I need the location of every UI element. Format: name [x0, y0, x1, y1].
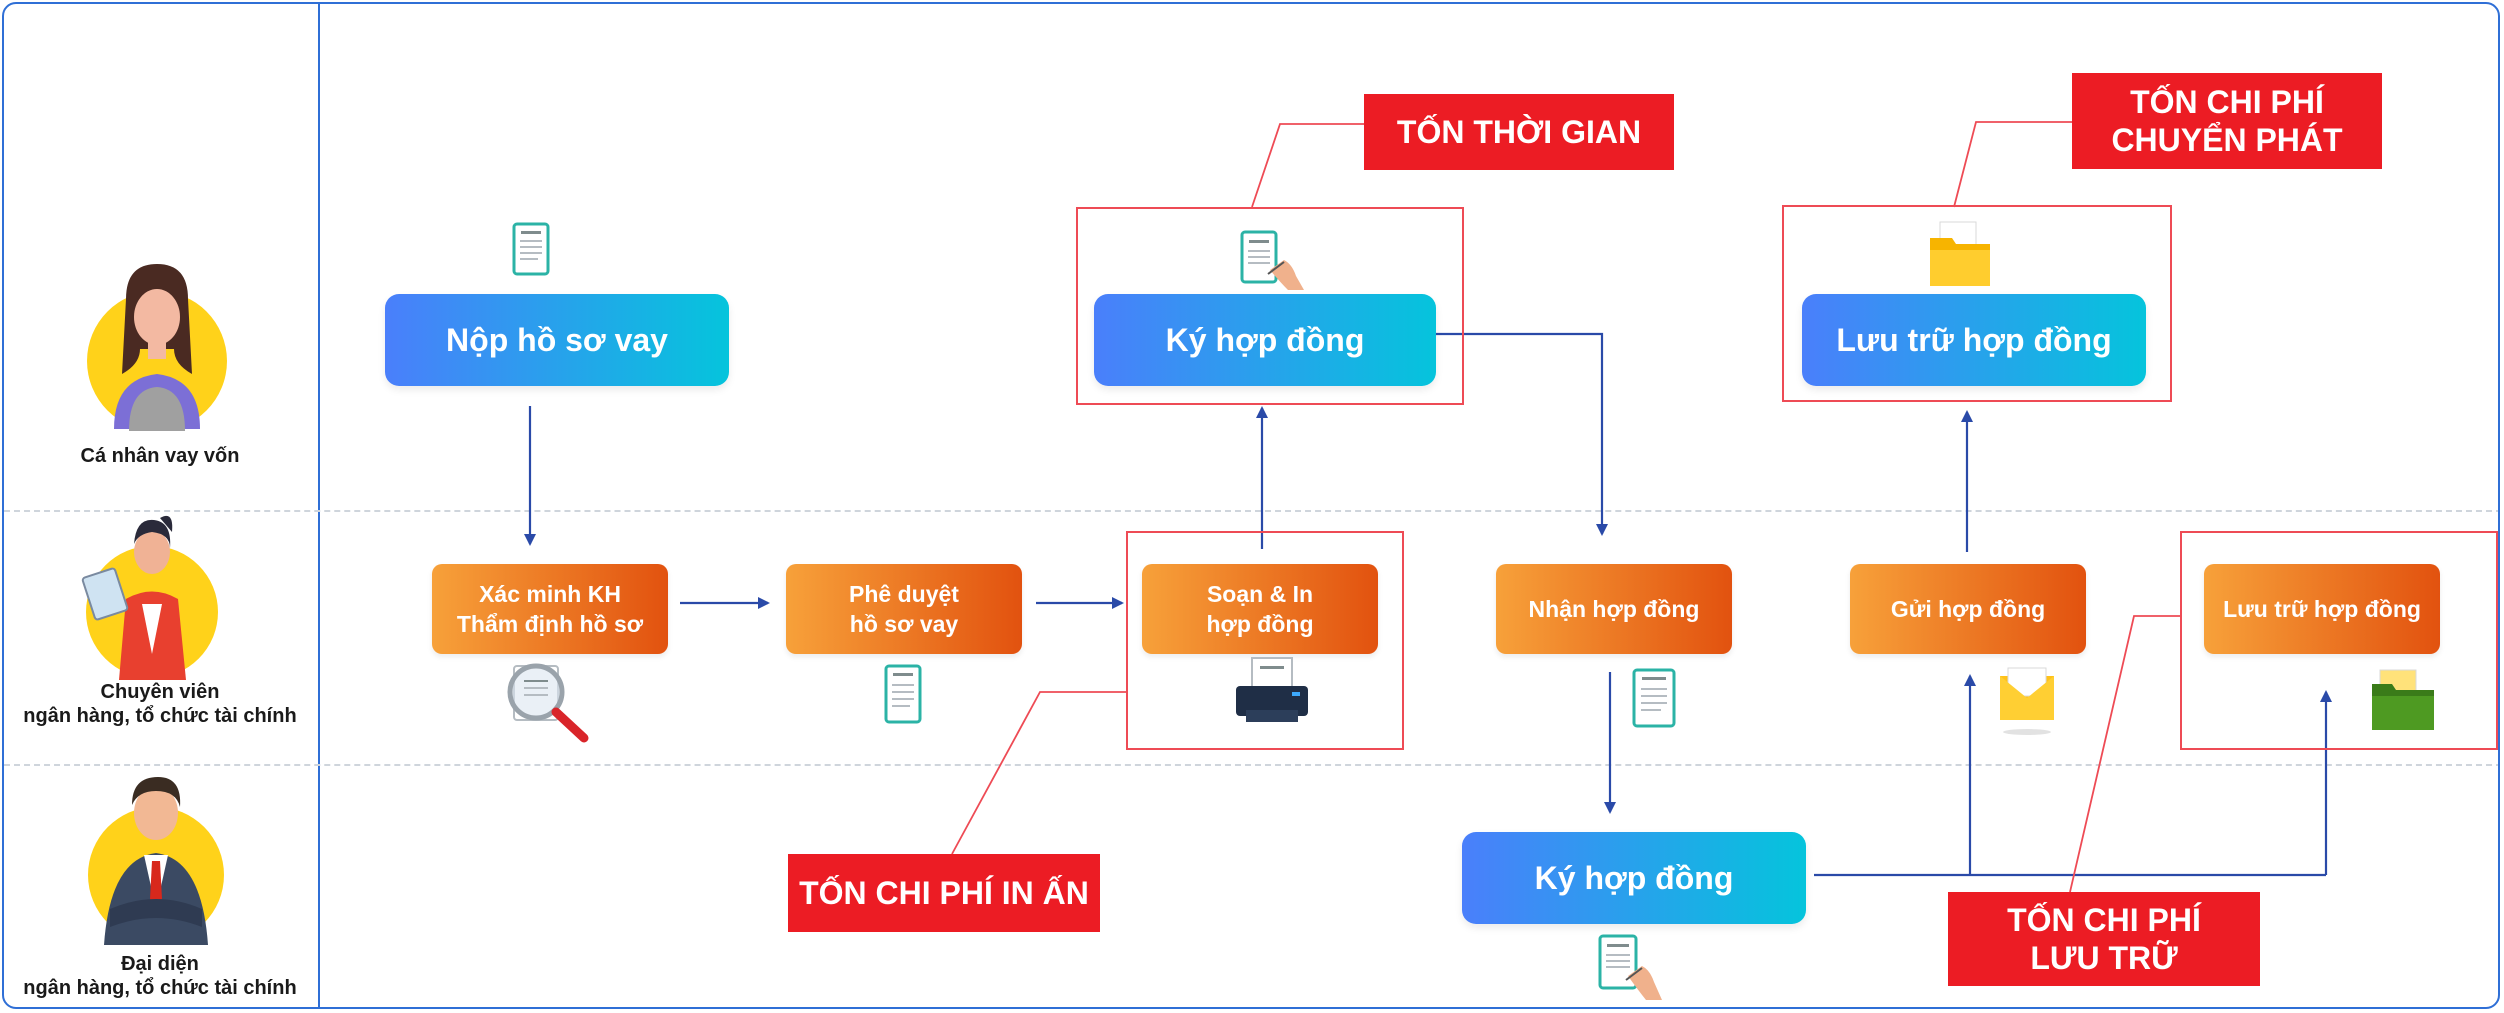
actor-bank-officer-label-2: ngân hàng, tổ chức tài chính — [23, 705, 297, 727]
step-submit-application-label: Nộp hồ sơ vay — [446, 321, 668, 358]
step-draft-print-contract: Soạn & In hợp đồng — [1142, 564, 1378, 654]
step-borrower-sign-label: Ký hợp đồng — [1165, 321, 1365, 358]
envelope-icon — [2000, 667, 2054, 735]
highlight-box-archive — [2180, 531, 2498, 750]
contract-document-icon — [884, 664, 922, 724]
step-representative-sign-label: Ký hợp đồng — [1534, 859, 1734, 896]
borrower-avatar-icon — [87, 264, 227, 431]
callout-delivery-cost: TỐN CHI PHÍ CHUYỂN PHÁT — [2072, 73, 2382, 169]
callout-time-cost-text: TỐN THỜI GIAN — [1396, 114, 1642, 150]
lane-separator — [4, 764, 2498, 766]
step-draft-print-contract-line2: hợp đồng — [1206, 611, 1314, 637]
bank-officer-avatar-icon — [81, 515, 218, 680]
actor-bank-representative-label-2: ngân hàng, tổ chức tài chính — [23, 977, 297, 999]
callout-printing-cost-text: TỐN CHI PHÍ IN ẤN — [799, 875, 1089, 911]
highlight-box-sign — [1076, 207, 1464, 405]
callout-line-time — [1251, 123, 1364, 208]
step-borrower-store-label: Lưu trữ hợp đồng — [1836, 321, 2112, 358]
callout-line-delivery — [1953, 121, 2072, 208]
callout-storage-cost-line1: TỐN CHI PHÍ — [2007, 902, 2201, 938]
actor-bank-representative-label-1: Đại diện — [121, 953, 199, 975]
callout-storage-cost: TỐN CHI PHÍ LƯU TRỮ — [1948, 892, 2260, 986]
callout-line-storage — [2069, 615, 2180, 893]
step-draft-print-contract-line1: Soạn & In — [1206, 581, 1314, 607]
printer-icon — [1236, 657, 1308, 722]
step-approve-application: Phê duyệt hồ sơ vay — [786, 564, 1022, 654]
actor-bank-officer-label-1: Chuyên viên — [100, 681, 220, 703]
callout-printing-cost: TỐN CHI PHÍ IN ẤN — [788, 854, 1100, 932]
step-submit-application: Nộp hồ sơ vay — [385, 294, 729, 386]
step-verify-customer-line1: Xác minh KH — [479, 581, 621, 607]
arrow-sign-to-receive — [1436, 332, 1608, 536]
contract-document-icon — [512, 222, 550, 276]
step-verify-customer-line2: Thẩm định hồ sơ — [456, 611, 644, 637]
step-archive-contract-label: Lưu trữ hợp đồng — [2223, 596, 2421, 622]
highlight-box-draft — [1126, 531, 1404, 750]
folder-icon — [1930, 221, 1990, 286]
step-send-contract: Gửi hợp đồng — [1850, 564, 2086, 654]
highlight-box-store — [1782, 205, 2172, 402]
callout-storage-cost-line2: LƯU TRỮ — [2030, 940, 2178, 976]
callout-time-cost: TỐN THỜI GIAN — [1364, 94, 1674, 170]
step-send-contract-label: Gửi hợp đồng — [1890, 596, 2046, 622]
step-verify-customer: Xác minh KH Thẩm định hồ sơ — [432, 564, 668, 654]
magnifier-document-icon — [507, 663, 589, 743]
step-representative-sign: Ký hợp đồng — [1462, 832, 1806, 924]
step-archive-contract: Lưu trữ hợp đồng — [2204, 564, 2440, 654]
callout-delivery-cost-line1: TỐN CHI PHÍ — [2130, 84, 2324, 120]
bank-representative-avatar-icon — [88, 777, 224, 945]
callout-line-printing — [951, 691, 1126, 855]
step-receive-contract: Nhận hợp đồng — [1496, 564, 1732, 654]
connector-layer — [524, 121, 2332, 893]
step-borrower-sign: Ký hợp đồng — [1094, 294, 1436, 386]
actor-borrower-label: Cá nhân vay vốn — [80, 445, 240, 467]
step-receive-contract-label: Nhận hợp đồng — [1528, 596, 1700, 622]
step-approve-application-line1: Phê duyệt — [849, 581, 959, 607]
green-folder-icon — [2372, 669, 2434, 730]
callout-delivery-cost-line2: CHUYỂN PHÁT — [2111, 122, 2343, 158]
contract-document-icon — [1632, 668, 1676, 728]
signing-document-icon — [1240, 230, 1304, 290]
step-approve-application-line2: hồ sơ vay — [849, 611, 959, 637]
step-borrower-store: Lưu trữ hợp đồng — [1802, 294, 2146, 386]
lane-separator — [4, 510, 2498, 512]
signing-document-icon — [1598, 934, 1662, 1000]
lane-divider — [318, 4, 320, 1007]
